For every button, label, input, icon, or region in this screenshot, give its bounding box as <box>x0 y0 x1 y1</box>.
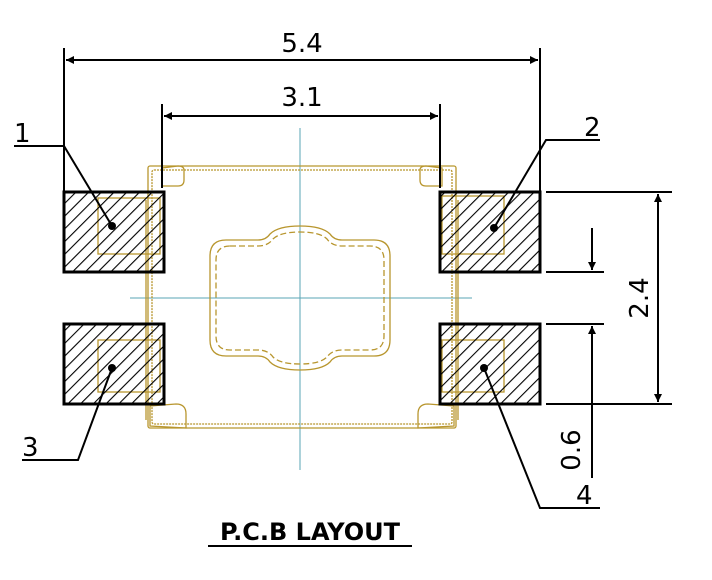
dimension-pad-gap <box>546 228 604 478</box>
pad-2 <box>438 190 542 274</box>
leader-dots <box>108 222 498 372</box>
drawing-title: P.C.B LAYOUT <box>220 518 401 546</box>
pin-leaders <box>14 139 600 509</box>
actuator-outline <box>209 225 391 371</box>
leader-pin-2 <box>493 139 600 229</box>
corner-tab-top-right <box>419 165 443 187</box>
dimension-pad-spacing <box>161 104 441 188</box>
pad-3 <box>62 322 166 406</box>
pin-label-3: 3 <box>22 433 39 463</box>
dimension-label-overall-width: 5.4 <box>281 29 322 59</box>
pin-label-1: 1 <box>14 119 31 149</box>
dimension-overall-height <box>546 191 672 405</box>
corner-tab-top-left <box>161 165 185 187</box>
dimension-label-overall-height: 2.4 <box>625 277 655 318</box>
corner-tab-bottom-right <box>417 403 455 429</box>
body-outline <box>147 165 457 429</box>
pin-label-2: 2 <box>584 113 601 143</box>
pads <box>62 190 542 406</box>
dimension-overall-width <box>63 48 541 192</box>
centerlines <box>130 128 472 470</box>
corner-tab-bottom-left <box>149 403 187 429</box>
pad-1 <box>62 190 166 274</box>
leader-pin-4 <box>483 367 600 509</box>
leader-pin-1 <box>14 145 113 227</box>
dimension-label-pad-gap: 0.6 <box>557 429 587 470</box>
pin-label-4: 4 <box>576 481 593 511</box>
dimension-label-pad-spacing: 3.1 <box>281 83 322 113</box>
pad-4 <box>438 322 542 406</box>
leader-pin-3 <box>22 367 113 461</box>
